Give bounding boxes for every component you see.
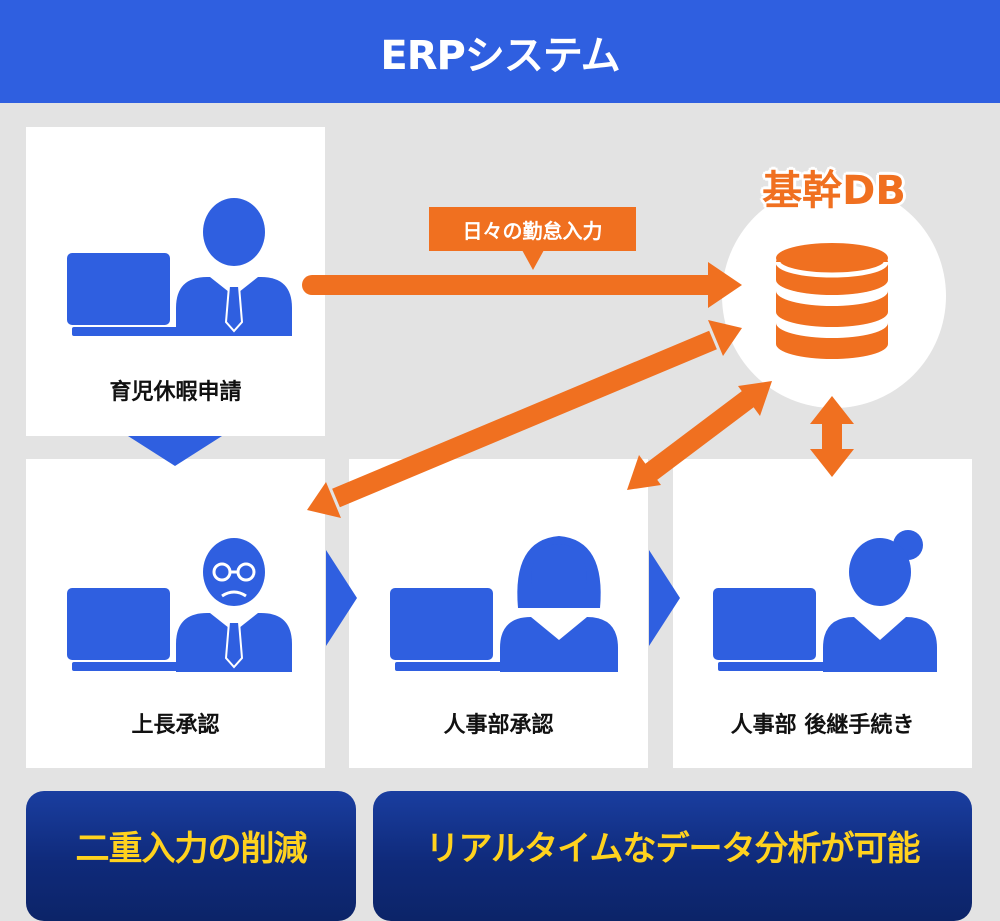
benefit-banner-realtime-analysis: リアルタイムなデータ分析が可能 xyxy=(373,791,972,921)
step-label-hr-procedure: 人事部 後継手続き xyxy=(730,713,915,738)
benefit-banner-double-entry: 二重入力の削減 xyxy=(26,791,356,921)
attendance-input-label: 日々の勤怠入力 xyxy=(462,218,603,243)
database-circle xyxy=(722,184,946,408)
laptop-icon xyxy=(67,588,195,671)
callout-tail xyxy=(522,250,544,270)
arrow-db-hr-procedure xyxy=(810,396,854,477)
attendance-input-callout: 日々の勤怠入力 xyxy=(429,207,636,251)
flow-arrow-right-icon xyxy=(326,550,357,646)
step-label-hr-approval: 人事部承認 xyxy=(443,713,554,738)
benefit-label-realtime-analysis: リアルタイムなデータ分析が可能 xyxy=(425,829,921,869)
header-bar: ERPシステム xyxy=(0,0,1000,103)
benefit-label-double-entry: 二重入力の削減 xyxy=(75,829,308,869)
page-title: ERPシステム xyxy=(380,32,620,79)
laptop-icon xyxy=(713,588,841,671)
female-staff-icon xyxy=(500,536,618,672)
laptop-icon xyxy=(67,253,195,336)
step-label-supervisor: 上長承認 xyxy=(131,713,220,738)
database-title: 基幹DB xyxy=(762,168,906,214)
database-icon xyxy=(775,243,889,359)
arrow-db-supervisor xyxy=(307,320,742,518)
diagram-graphics xyxy=(67,198,937,672)
flow-arrow-down-icon xyxy=(128,436,222,466)
employee-icon xyxy=(176,198,292,336)
flow-arrow-right-icon xyxy=(649,550,680,646)
arrow-attendance-input xyxy=(302,262,742,308)
hr-staff-bun-icon xyxy=(823,530,937,672)
step-label-application: 育児休暇申請 xyxy=(109,380,242,405)
laptop-icon xyxy=(390,588,518,671)
arrow-db-hr-approval xyxy=(627,381,772,490)
manager-icon xyxy=(176,538,292,672)
step-card-hr-approval: 人事部承認 xyxy=(349,459,648,768)
